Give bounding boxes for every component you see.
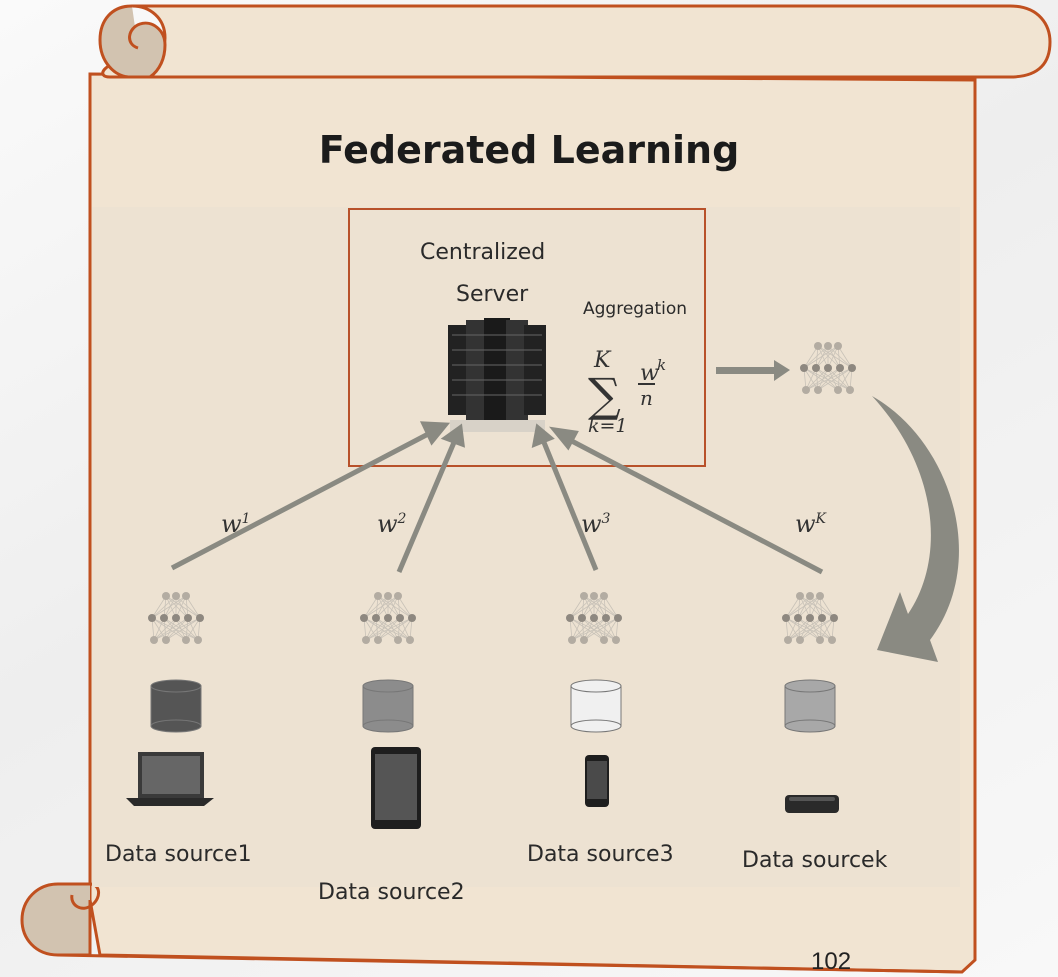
arrow-source2	[396, 439, 458, 573]
formula-upper-limit: K	[593, 348, 612, 373]
formula-sum-symbol: ∑	[588, 368, 621, 422]
weight-base: w	[377, 510, 398, 538]
neural-net-icon-3	[566, 592, 622, 644]
arrow-source1	[170, 429, 434, 571]
laptop-icon	[126, 752, 214, 806]
formula-lower-limit: k=1	[588, 415, 628, 437]
diagram-panel	[92, 207, 960, 887]
formula-numerator: w	[640, 361, 659, 386]
formula-denominator: n	[640, 386, 653, 410]
data-source-label-2: Data source2	[318, 880, 465, 905]
server-label-line1: Centralized	[420, 240, 546, 265]
weight-label-2: w2	[377, 510, 406, 538]
weight-sup: 1	[241, 511, 251, 527]
weight-label-1: w1	[221, 510, 250, 538]
weight-sup: 2	[397, 511, 407, 527]
global-model-icon	[800, 342, 856, 394]
data-source-label-1: Data source1	[105, 842, 252, 867]
data-source-label-3: Data source3	[527, 842, 674, 867]
formula-numerator-sup: k	[657, 356, 666, 374]
weight-sup: 3	[601, 511, 611, 527]
tablet-icon	[371, 747, 421, 829]
distribute-curved-arrow	[872, 396, 959, 662]
weight-sup: K	[815, 511, 827, 527]
database-icons	[150, 679, 836, 733]
weight-base: w	[221, 510, 242, 538]
set-top-box-icon	[785, 795, 839, 813]
neural-net-icon-1	[148, 592, 204, 644]
server-label-line2: Server	[456, 282, 529, 307]
aggregation-label: Aggregation	[583, 299, 688, 319]
neural-net-icons	[148, 342, 856, 644]
database-icon	[362, 679, 414, 733]
arrow-sourcek	[564, 435, 824, 575]
page-number: 102	[811, 948, 852, 975]
phone-icon	[585, 755, 609, 807]
server-box	[348, 208, 706, 467]
database-icon	[150, 679, 202, 733]
weight-label-k: wK	[795, 510, 826, 538]
upload-arrows	[170, 421, 824, 575]
weight-base: w	[795, 510, 816, 538]
neural-net-icon-k	[782, 592, 838, 644]
database-icon	[784, 679, 836, 733]
page-title: Federated Learning	[318, 128, 740, 172]
weight-label-3: w3	[581, 510, 610, 538]
arrow-source3	[540, 439, 599, 571]
neural-net-icon-2	[360, 592, 416, 644]
weight-base: w	[581, 510, 602, 538]
broadcast-arrow	[716, 360, 790, 381]
database-icon	[570, 679, 622, 733]
data-source-label-k: Data sourcek	[742, 848, 888, 873]
server-rack-icon	[448, 318, 546, 432]
